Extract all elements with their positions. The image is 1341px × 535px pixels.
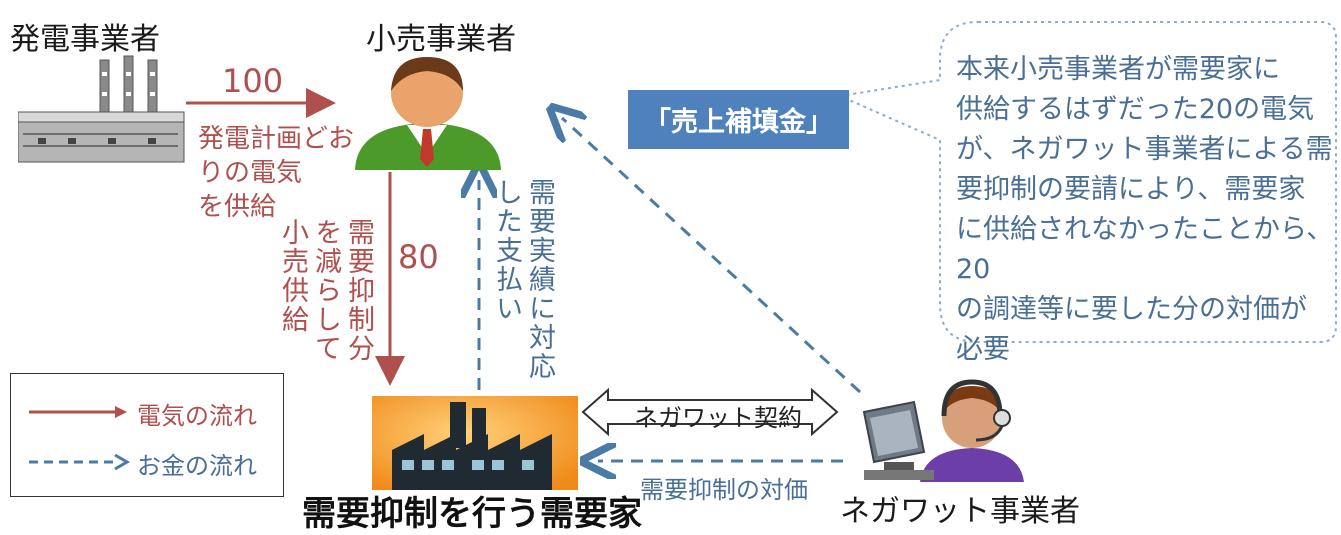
reduction-price-label: 需要抑制の対価 <box>640 476 808 504</box>
aggregator-label: ネガワット事業者 <box>840 494 1080 529</box>
factory-icon <box>372 396 578 490</box>
contract-double-arrow <box>581 387 839 437</box>
legend: 電気の流れ お金の流れ <box>10 373 284 497</box>
legend-electricity: 電気の流れ <box>137 402 257 430</box>
payment-note-col-1: 需要実績に対応 <box>524 178 555 381</box>
negawatt-contract-label: ネガワット契約 <box>634 404 802 432</box>
callout-line-4: 要抑制の要請により、需要家 <box>956 174 1306 205</box>
callout-line-1: 本来小売事業者が需要家に <box>956 54 1280 85</box>
supply-amount: 100 <box>222 62 284 100</box>
supply-note-line-2: りの電気 <box>198 158 303 188</box>
legend-swatches <box>29 406 130 471</box>
power-plant-icon <box>18 55 185 163</box>
businessman-icon <box>355 57 501 170</box>
compensation-arrow <box>562 118 862 394</box>
supply-note-line-1: 発電計画どお <box>198 124 355 154</box>
callout-line-5: に供給されなかったことから､20 <box>956 214 1321 285</box>
consumer-label: 需要抑制を行う需要家 <box>302 494 642 534</box>
payment-note-col-2: した支払い <box>491 178 522 323</box>
retailer-label: 小売事業者 <box>366 22 516 57</box>
reduced-note-col-1: 需要抑制分 <box>343 218 374 363</box>
callout-line-2: 供給するはずだった20の電気 <box>956 94 1315 125</box>
supply-note-line-3: を供給 <box>198 192 277 222</box>
callout-text: 本来小売事業者が需要家に 供給するはずだった20の電気 が、ネガワット事業者によ… <box>956 50 1341 370</box>
callout-bubble <box>836 21 1337 343</box>
supply-note: 発電計画どお りの電気 を供給 <box>198 122 354 224</box>
reduced-note: 需要抑制分 を減らして 小売供給 <box>276 218 375 368</box>
compensation-badge: 「売上補填金」 <box>628 90 849 149</box>
callout-line-6: の調達等に要した分の対価が <box>956 294 1307 325</box>
reduced-amount: 80 <box>398 238 439 276</box>
reduced-note-col-2: を減らして <box>310 218 341 363</box>
operator-headset-icon <box>862 379 1024 482</box>
callout-line-3: が、ネガワット事業者による需 <box>956 134 1333 165</box>
legend-money: お金の流れ <box>137 452 257 480</box>
reduced-note-col-3: 小売供給 <box>277 218 308 334</box>
generator-label: 発電事業者 <box>10 22 160 57</box>
payment-note: 需要実績に対応 した支払い <box>490 178 556 388</box>
callout-line-7: 必要 <box>956 334 1010 365</box>
